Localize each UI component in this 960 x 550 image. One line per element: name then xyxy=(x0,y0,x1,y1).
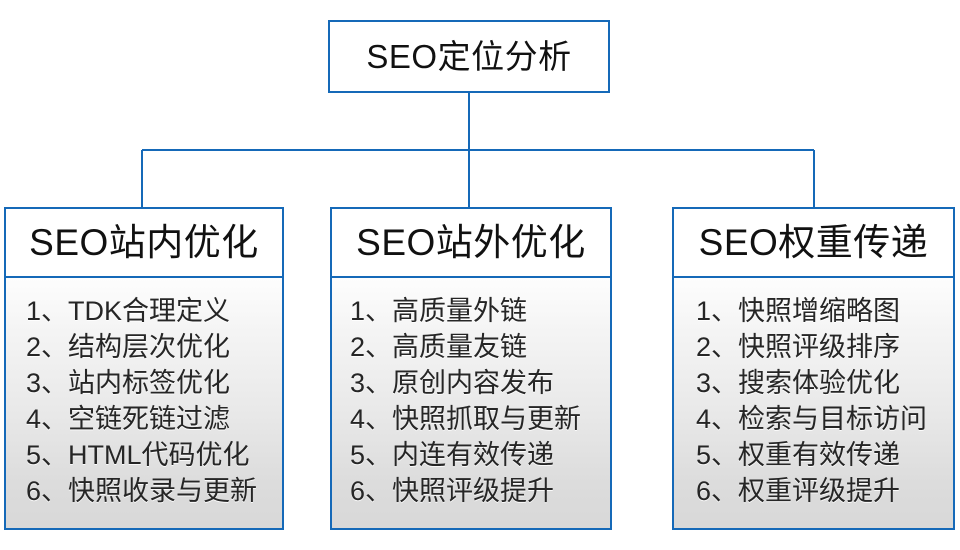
branch-header: SEO站内优化 xyxy=(4,207,284,278)
branch-body: 1、TDK合理定义 2、结构层次优化 3、站内标签优化 4、空链死链过滤 5、H… xyxy=(4,276,284,530)
branch-column-seo-offsite: SEO站外优化 1、高质量外链 2、高质量友链 3、原创内容发布 4、快照抓取与… xyxy=(330,207,612,530)
list-item: 3、站内标签优化 xyxy=(26,367,231,398)
list-item: 2、快照评级排序 xyxy=(696,331,901,362)
list-item: 4、检索与目标访问 xyxy=(696,403,928,434)
branch-column-seo-weight: SEO权重传递 1、快照增缩略图 2、快照评级排序 3、搜索体验优化 4、检索与… xyxy=(672,207,955,530)
branch-header: SEO权重传递 xyxy=(672,207,955,278)
list-item: 5、权重有效传递 xyxy=(696,439,901,470)
list-item: 4、空链死链过滤 xyxy=(26,403,231,434)
list-item: 2、结构层次优化 xyxy=(26,331,231,362)
branch-header-title: SEO站外优化 xyxy=(356,222,586,263)
branch-column-seo-onsite: SEO站内优化 1、TDK合理定义 2、结构层次优化 3、站内标签优化 4、空链… xyxy=(4,207,284,530)
list-item: 6、权重评级提升 xyxy=(696,475,901,506)
branch-header-title: SEO站内优化 xyxy=(29,222,259,263)
list-item: 2、高质量友链 xyxy=(350,331,528,362)
list-item: 6、快照评级提升 xyxy=(350,475,555,506)
branch-header-title: SEO权重传递 xyxy=(698,222,929,263)
branch-item-list: 1、TDK合理定义 2、结构层次优化 3、站内标签优化 4、空链死链过滤 5、H… xyxy=(26,294,257,509)
list-item: 3、原创内容发布 xyxy=(350,367,555,398)
list-item: 3、搜索体验优化 xyxy=(696,367,901,398)
branch-item-list: 1、快照增缩略图 2、快照评级排序 3、搜索体验优化 4、检索与目标访问 5、权… xyxy=(696,294,927,509)
list-item: 4、快照抓取与更新 xyxy=(350,403,582,434)
branch-item-list: 1、高质量外链 2、高质量友链 3、原创内容发布 4、快照抓取与更新 5、内连有… xyxy=(350,294,581,509)
branch-body: 1、高质量外链 2、高质量友链 3、原创内容发布 4、快照抓取与更新 5、内连有… xyxy=(330,276,612,530)
root-node: SEO定位分析 xyxy=(328,20,610,93)
list-item: 6、快照收录与更新 xyxy=(26,475,258,506)
list-item: 5、HTML代码优化 xyxy=(26,439,250,470)
branch-body: 1、快照增缩略图 2、快照评级排序 3、搜索体验优化 4、检索与目标访问 5、权… xyxy=(672,276,955,530)
list-item: 1、快照增缩略图 xyxy=(696,296,901,326)
list-item: 5、内连有效传递 xyxy=(350,439,555,470)
list-item: 1、TDK合理定义 xyxy=(26,296,231,326)
root-node-title: SEO定位分析 xyxy=(366,38,572,75)
branch-header: SEO站外优化 xyxy=(330,207,612,278)
list-item: 1、高质量外链 xyxy=(350,296,528,326)
